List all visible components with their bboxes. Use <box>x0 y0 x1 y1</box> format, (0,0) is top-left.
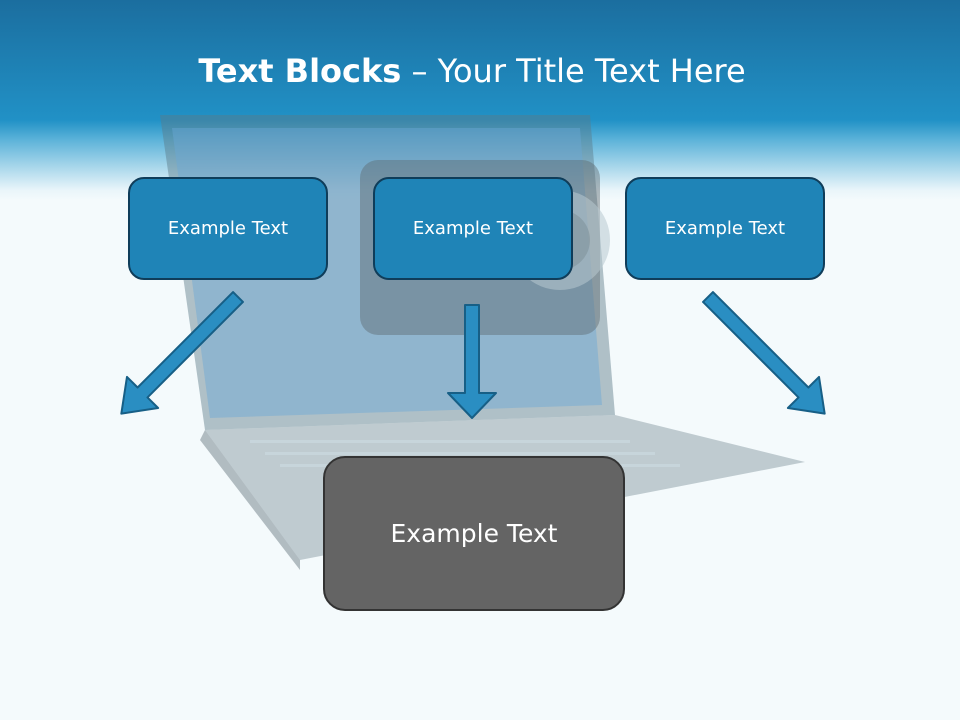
title-bold: Text Blocks <box>198 52 402 90</box>
arrow-down-right-icon <box>120 291 244 415</box>
result-block[interactable]: Example Text <box>323 456 625 611</box>
title-rest: Your Title Text Here <box>437 52 746 90</box>
text-block-2[interactable]: Example Text <box>373 177 573 280</box>
arrow-down-left-icon <box>702 291 826 415</box>
text-block-3[interactable]: Example Text <box>625 177 825 280</box>
text-block-1[interactable]: Example Text <box>128 177 328 280</box>
title-dash: – <box>401 52 438 90</box>
header-band <box>0 0 960 200</box>
slide-title: Text Blocks – Your Title Text Here <box>0 52 944 90</box>
arrow-down-icon <box>447 304 497 419</box>
